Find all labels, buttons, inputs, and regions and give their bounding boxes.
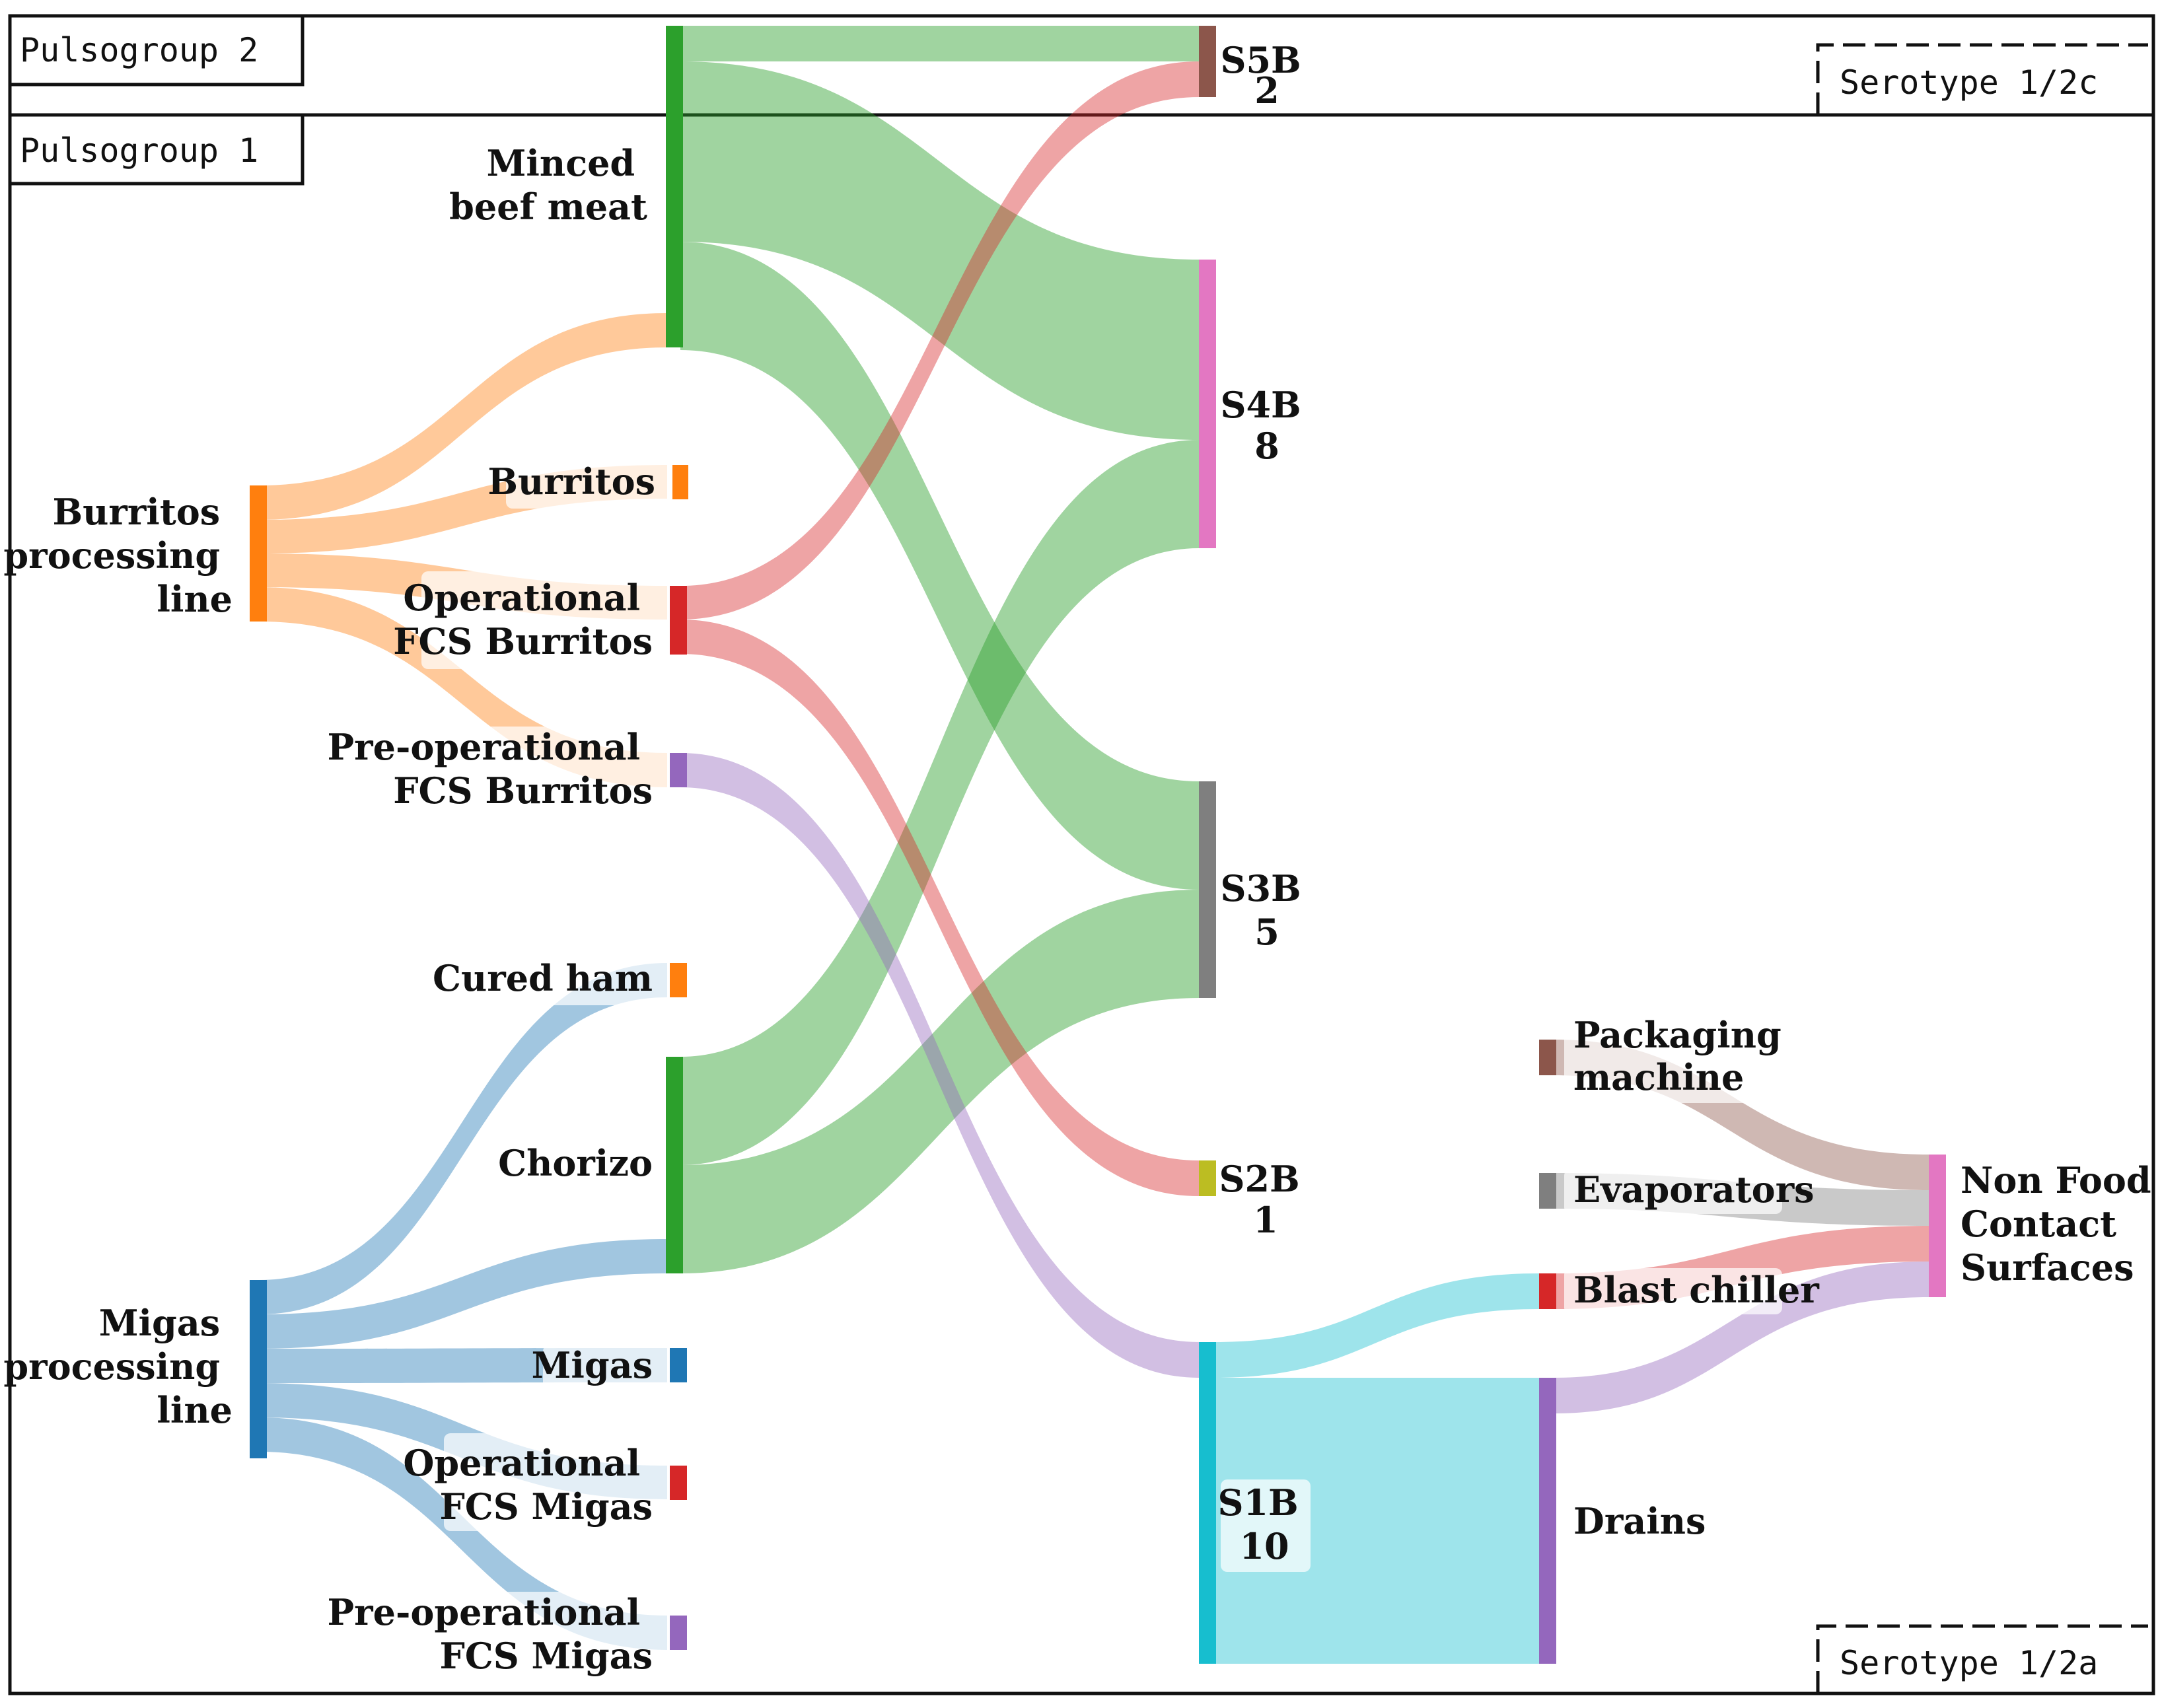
green-links [680, 26, 1199, 1273]
node-bar-blast-chiller [1539, 1273, 1556, 1309]
label-burritos-line: Burritos processing line [3, 491, 233, 620]
label-op-fcs-burritos: Operational FCS Burritos [393, 577, 653, 662]
node-labels: Burritos processing line Migas processin… [3, 39, 2160, 1677]
link-migas-line-to-cured-ham [259, 963, 667, 1314]
label-nfcs: Non Food Contact Surfaces [1961, 1159, 2160, 1289]
pulsogroup-1-label: Pulsogroup 1 [20, 131, 258, 170]
node-bar-cured-ham [670, 963, 687, 997]
label-blast-chiller: Blast chiller [1573, 1269, 1819, 1311]
node-bar-preop-fcs-migas [670, 1616, 687, 1650]
label-chorizo: Chorizo [498, 1142, 653, 1184]
node-bar-migas [670, 1348, 687, 1382]
link-minced-beef-to-s5b [680, 26, 1199, 61]
serotype-12a-frame [1816, 1624, 2148, 1693]
s1b-links [1214, 1273, 1539, 1664]
label-s4b: S4B 8 [1220, 384, 1313, 467]
halo-s1b [1221, 1479, 1311, 1572]
halo-cured-ham [470, 959, 670, 1005]
halo-preop-fcs-burritos [404, 727, 670, 814]
link-drains-to-nfcs [1554, 1262, 1929, 1413]
label-op-fcs-migas: Operational FCS Migas [403, 1442, 653, 1528]
node-bar-preop-fcs-burritos [670, 753, 687, 787]
node-bar-migas-line [250, 1280, 267, 1458]
label-migas: Migas [532, 1344, 653, 1386]
halo-packaging-machine [1564, 1016, 1756, 1103]
pulsogroup-1-frame [8, 113, 2155, 1695]
node-bar-s5b [1199, 26, 1216, 97]
label-halos [404, 462, 1782, 1679]
link-chorizo-to-s3b [680, 890, 1199, 1273]
label-cured-ham: Cured ham [433, 957, 653, 999]
node-bar-s1b [1199, 1342, 1216, 1664]
pulsogroup-2-label-box [8, 14, 305, 87]
link-burritos-line-to-minced-beef [259, 313, 667, 520]
pulsogroup-2-label: Pulsogroup 2 [20, 31, 258, 69]
halo-migas [543, 1345, 668, 1390]
halo-op-fcs-migas [444, 1433, 668, 1531]
link-s1b-to-blast-chiller [1214, 1273, 1539, 1378]
link-s1b-to-drains [1214, 1378, 1539, 1664]
label-evaporators: Evaporators [1573, 1168, 1815, 1211]
serotype-12c-label: Serotype 1/2c [1840, 63, 2098, 102]
halo-evaporators [1564, 1169, 1782, 1214]
serotype-12c-frame [1816, 43, 2148, 115]
node-bar-evaporators [1539, 1173, 1556, 1209]
halo-op-fcs-burritos [421, 571, 670, 669]
link-chorizo-to-s4b [680, 440, 1199, 1165]
label-migas-line: Migas processing line [3, 1302, 233, 1431]
halo-burritos [506, 462, 670, 509]
node-bar-burritos [672, 465, 688, 499]
link-op-fcs-burritos-to-s5b [680, 61, 1199, 620]
label-drains: Drains [1573, 1500, 1706, 1542]
node-bars [250, 26, 1946, 1664]
link-minced-beef-to-s3b [680, 242, 1199, 890]
node-bar-s3b [1199, 781, 1216, 998]
label-packaging-machine: Packaging machine [1573, 1014, 1794, 1098]
node-bar-chorizo [666, 1057, 683, 1273]
label-preop-fcs-migas: Pre-operational FCS Migas [328, 1591, 653, 1677]
node-bar-s4b [1199, 260, 1216, 548]
pulsogroup-1-label-box [8, 113, 305, 186]
halo-blast-chiller [1564, 1268, 1782, 1314]
label-s5b: S5B 2 [1220, 39, 1313, 112]
label-s2b: S2B 1 [1219, 1158, 1312, 1241]
burritos-line-links [259, 313, 667, 787]
frames: Pulsogroup 2 Pulsogroup 1 Serotype 1/2c … [8, 14, 2155, 1695]
node-bar-op-fcs-migas [670, 1466, 687, 1500]
label-minced-beef: Minced beef meat [449, 142, 647, 228]
label-preop-fcs-burritos: Pre-operational FCS Burritos [328, 726, 653, 812]
node-bar-s2b [1199, 1160, 1216, 1196]
links [259, 26, 1929, 1664]
link-op-fcs-burritos-to-s2b [680, 620, 1199, 1196]
node-bar-op-fcs-burritos [670, 586, 687, 655]
label-burritos: Burritos [487, 460, 655, 503]
link-migas-line-to-chorizo [259, 1239, 667, 1349]
link-minced-beef-to-s4b [680, 61, 1199, 440]
label-s3b: S3B 5 [1220, 867, 1313, 953]
red-links [680, 61, 1199, 1196]
serotype-12a-label: Serotype 1/2a [1840, 1644, 2098, 1682]
link-preop-fcs-burritos-to-s1b [680, 753, 1199, 1378]
node-bar-drains [1539, 1378, 1556, 1664]
halo-preop-fcs-migas [404, 1592, 668, 1679]
link-migas-line-to-preop-fcs-migas [259, 1417, 667, 1650]
node-bar-burritos-line [250, 485, 267, 622]
node-bar-packaging-machine [1539, 1040, 1556, 1075]
label-s1b: S1B 10 [1217, 1481, 1311, 1567]
node-bar-nfcs [1929, 1155, 1946, 1297]
node-bar-minced-beef [666, 26, 683, 347]
migas-line-links [259, 963, 667, 1650]
